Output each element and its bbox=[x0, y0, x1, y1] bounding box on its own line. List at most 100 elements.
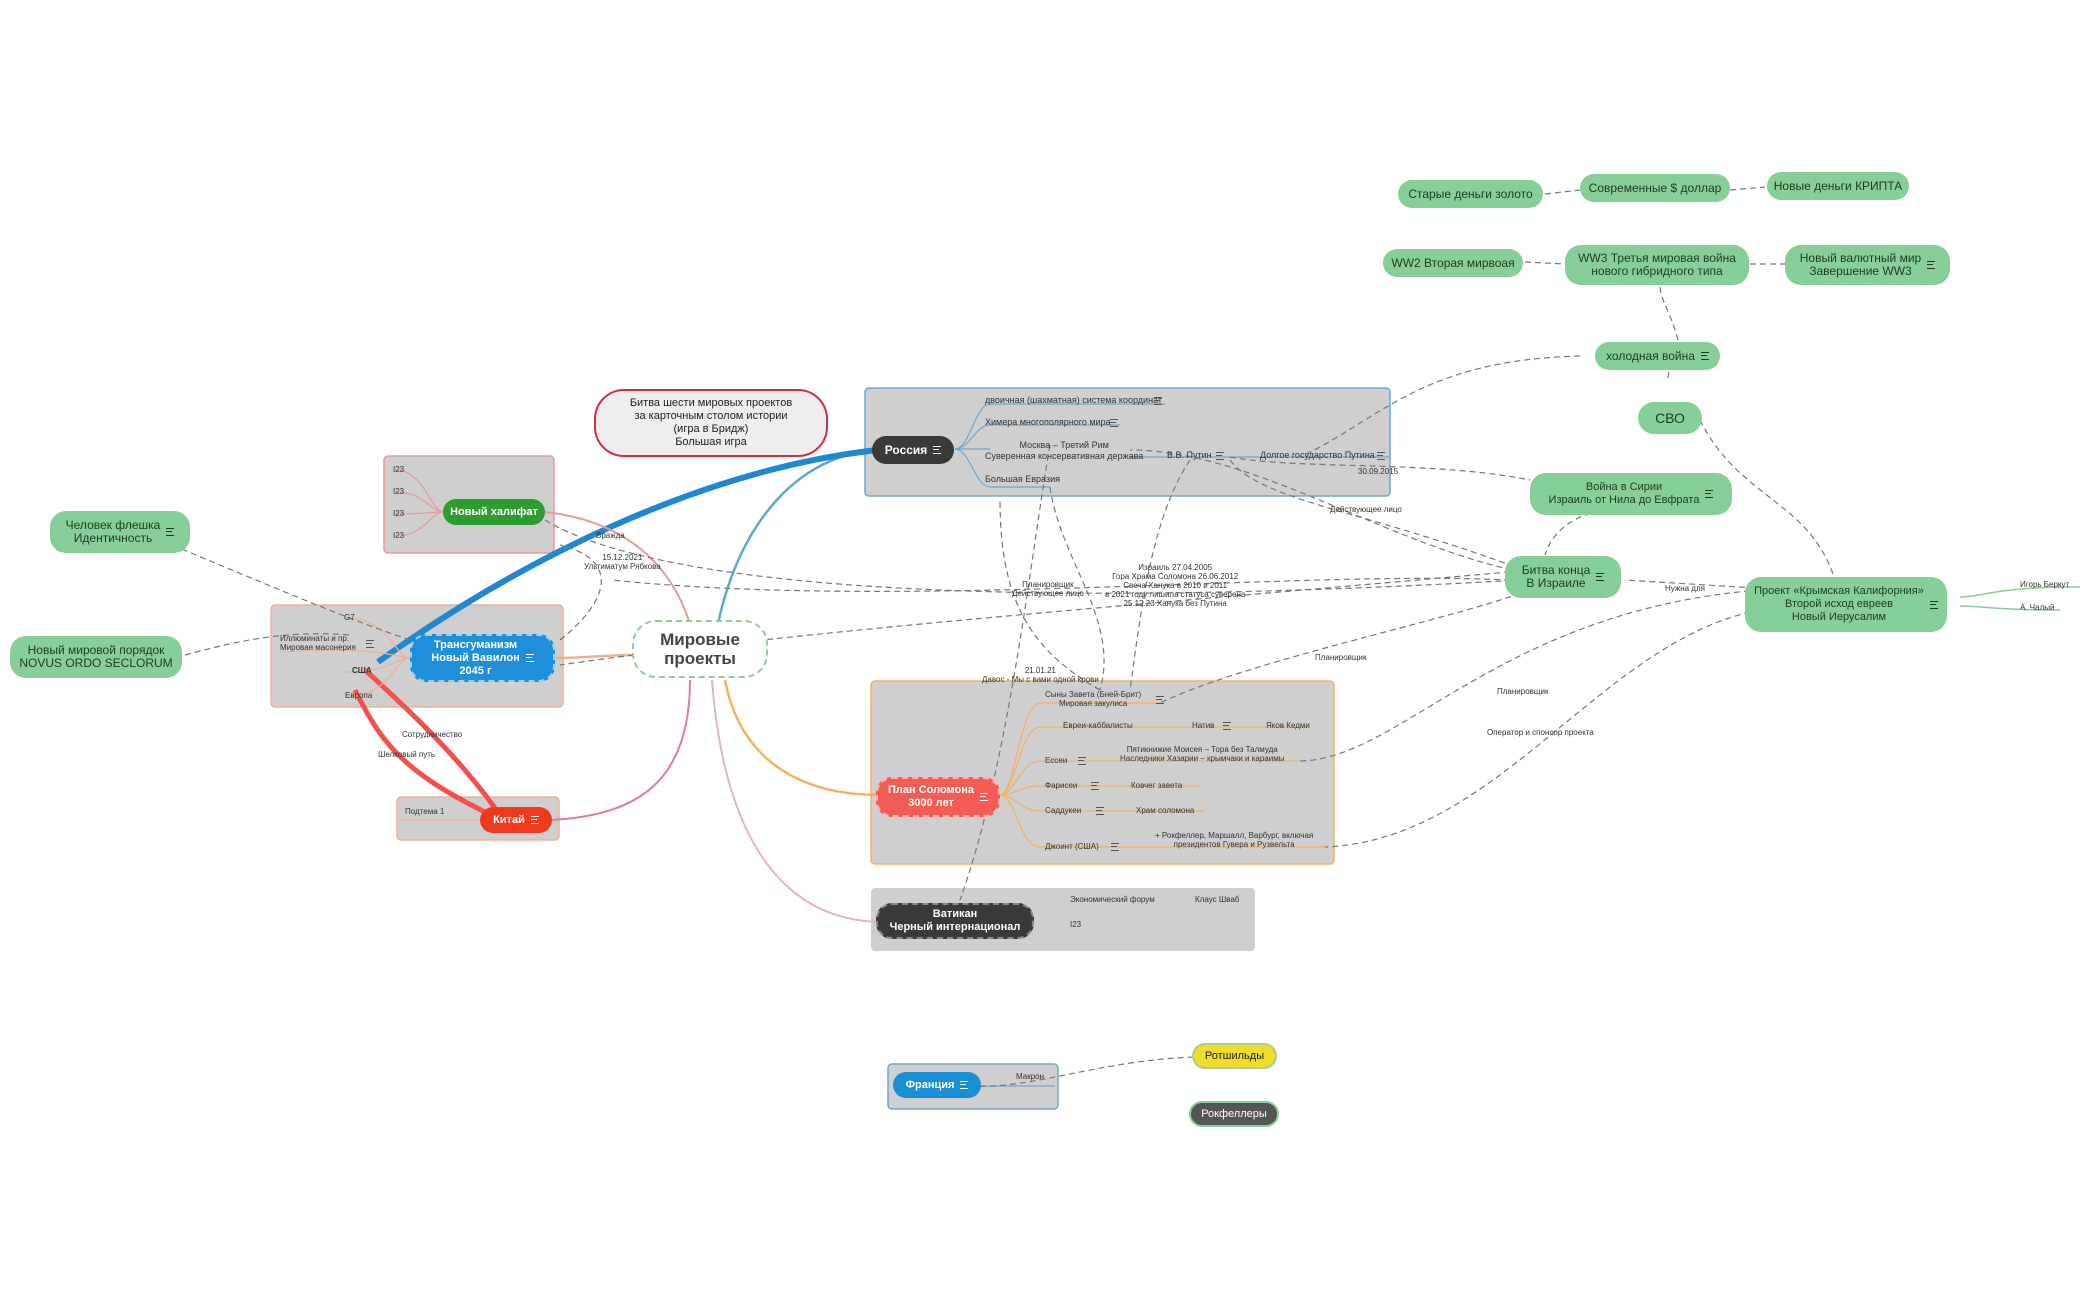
solomon-item: Джоинт (США) bbox=[1045, 842, 1099, 851]
link-label-israel-dates: Израиль 27.04.2005 Гора Храма Соломона 2… bbox=[1105, 563, 1246, 608]
vatican-item: Клаус Шваб bbox=[1195, 895, 1240, 904]
link-label-planner: Планировщик bbox=[1315, 653, 1367, 662]
france-node[interactable]: Франция bbox=[893, 1072, 981, 1098]
old-money-node[interactable]: Старые деньги золото bbox=[1398, 180, 1543, 208]
cold-war-node[interactable]: холодная война bbox=[1595, 342, 1720, 370]
human-flash-node[interactable]: Человек флешка Идентичность bbox=[50, 511, 190, 553]
title-bubble[interactable]: Битва шести мировых проектов за карточны… bbox=[594, 389, 828, 457]
solomon-item: Евреи-каббалисты bbox=[1063, 721, 1133, 730]
branch-caliphate bbox=[544, 511, 691, 625]
link-usa-china-1 bbox=[363, 668, 498, 810]
china-item: Подтема 1 bbox=[405, 807, 445, 816]
crimea-node[interactable]: Проект «Крымская Калифорния» Второй исхо… bbox=[1745, 577, 1947, 632]
branch-transhuman-blue bbox=[376, 447, 878, 665]
russia-node[interactable]: Россия bbox=[872, 436, 954, 464]
solomon-node[interactable]: План Соломона 3000 лет bbox=[876, 777, 1000, 817]
transhuman-item: Иллюминаты и пр. Мировая масонерия bbox=[280, 634, 356, 652]
modern-money-node[interactable]: Современные $ доллар bbox=[1580, 174, 1730, 202]
human-flash-label: Человек флешка Идентичность bbox=[65, 518, 161, 545]
notes-icon bbox=[960, 1081, 969, 1089]
solomon-sub: Ковчег завета bbox=[1131, 781, 1183, 790]
russia-group-bg bbox=[864, 387, 1391, 497]
link-usa-china-2 bbox=[352, 688, 487, 815]
notes-icon bbox=[1223, 722, 1231, 730]
crimea-label: Проект «Крымская Калифорния» Второй исхо… bbox=[1754, 585, 1924, 623]
solomon-item: Саддукеи bbox=[1045, 806, 1082, 815]
new-world-label: Новый валютный мир Завершение WW3 bbox=[1799, 251, 1922, 278]
central-topic[interactable]: Мировые проекты bbox=[632, 620, 768, 678]
branch-china bbox=[551, 679, 691, 821]
notes-icon bbox=[1216, 452, 1224, 460]
link-label-date: 30.09.2015 bbox=[1358, 467, 1399, 476]
chaly-item: А. Чалый bbox=[2020, 603, 2055, 612]
putin-child[interactable]: Долгое государство Путина bbox=[1260, 450, 1375, 460]
new-money-node[interactable]: Новые деньги КРИПТА bbox=[1767, 172, 1909, 200]
notes-icon bbox=[933, 446, 942, 454]
notes-icon bbox=[1156, 696, 1164, 704]
transhuman-item: США bbox=[352, 666, 372, 675]
solomon-item: Фарисеи bbox=[1045, 781, 1078, 790]
notes-icon bbox=[166, 528, 175, 536]
transhuman-label: Трансгуманизм Новый Вавилон 2045 г bbox=[431, 638, 520, 677]
russia-item: Большая Евразия bbox=[985, 474, 1060, 484]
solomon-sub: Натив bbox=[1192, 721, 1215, 730]
link-label-silk-road: Шелковый путь bbox=[378, 750, 436, 759]
putin-node[interactable]: В.В. Путин bbox=[1167, 450, 1212, 460]
caliphate-node[interactable]: Новый халифат bbox=[443, 499, 545, 525]
syria-node[interactable]: Война в Сирии Израиль от Нила до Евфрата bbox=[1530, 473, 1732, 515]
solomon-label: План Соломона 3000 лет bbox=[888, 784, 974, 809]
notes-icon bbox=[1377, 452, 1385, 460]
vatican-item: I23 bbox=[1070, 920, 1082, 929]
ww3-node[interactable]: WW3 Третья мировая война нового гибридно… bbox=[1565, 245, 1749, 285]
caliphate-item: I23 bbox=[393, 531, 405, 540]
solomon-item: Сыны Завета (Бней-Брит) Мировая закулиса bbox=[1045, 690, 1142, 708]
link-label-needed-for: Нужна для bbox=[1665, 584, 1705, 593]
vatican-item: Экономический форум bbox=[1070, 895, 1155, 904]
solomon-sub: + Рокфеллер, Маршалл, Варбург, включая п… bbox=[1155, 831, 1314, 849]
ww2-node[interactable]: WW2 Вторая мирвоая bbox=[1383, 249, 1523, 277]
france-item: Макрон bbox=[1016, 1072, 1045, 1081]
notes-icon bbox=[1596, 573, 1605, 581]
igor-item: Игорь Беркут bbox=[2020, 580, 2070, 589]
caliphate-item: I23 bbox=[393, 509, 405, 518]
notes-icon bbox=[530, 816, 539, 824]
transhuman-item: G7 bbox=[344, 613, 355, 622]
notes-icon bbox=[1929, 600, 1938, 609]
vatican-node[interactable]: Ватикан Черный интернационал bbox=[876, 903, 1034, 939]
notes-icon bbox=[525, 654, 534, 662]
solomon-sub: Храм соломона bbox=[1136, 806, 1195, 815]
link-label-planner: Планировщик bbox=[1497, 687, 1549, 696]
china-label: Китай bbox=[493, 813, 525, 826]
caliphate-item: I23 bbox=[393, 487, 405, 496]
new-world-node[interactable]: Новый валютный мир Завершение WW3 bbox=[1785, 245, 1950, 285]
svo-node[interactable]: СВО bbox=[1638, 402, 1702, 434]
cold-war-label: холодная война bbox=[1606, 348, 1695, 363]
link-label-ultimatum: 15.12.2021 Ультиматум Рябкова bbox=[584, 553, 661, 571]
link-label-cooperation: Сотрудничество bbox=[402, 730, 463, 739]
notes-icon bbox=[1110, 419, 1118, 427]
notes-icon bbox=[1154, 397, 1162, 405]
russia-label: Россия bbox=[884, 442, 928, 457]
notes-icon bbox=[366, 640, 374, 648]
notes-icon bbox=[1927, 261, 1936, 269]
notes-icon bbox=[1078, 757, 1086, 765]
rothschild-node[interactable]: Ротшильды bbox=[1192, 1043, 1277, 1069]
notes-icon bbox=[1700, 352, 1709, 360]
battle-node[interactable]: Битва конца В Израиле bbox=[1505, 556, 1621, 598]
solomon-sub: Яков Кедми bbox=[1266, 721, 1310, 730]
syria-label: Война в Сирии Израиль от Нила до Евфрата bbox=[1548, 481, 1700, 506]
transhuman-item: Европа bbox=[345, 691, 373, 700]
transhuman-node[interactable]: Трансгуманизм Новый Вавилон 2045 г bbox=[410, 634, 555, 682]
branch-vatican bbox=[711, 679, 881, 923]
rockefeller-node[interactable]: Рокфеллеры bbox=[1189, 1101, 1279, 1127]
link-label-davos: 21.01.21 Давос - Мы с вами одной крови bbox=[982, 666, 1099, 684]
russia-item: двоичная (шахматная) система координат bbox=[985, 395, 1162, 405]
china-node[interactable]: Китай bbox=[480, 807, 552, 833]
link-label-enmity: Вражда bbox=[596, 531, 625, 540]
branch-transhuman bbox=[554, 653, 637, 660]
link-label-operator: Оператор и спонсор проекта bbox=[1487, 728, 1594, 737]
nwo-node[interactable]: Новый мировой порядок NOVUS ORDO SECLORU… bbox=[10, 636, 182, 678]
notes-icon bbox=[1091, 782, 1099, 790]
russia-item: Москва – Третий Рим Суверенная консерват… bbox=[985, 440, 1144, 461]
